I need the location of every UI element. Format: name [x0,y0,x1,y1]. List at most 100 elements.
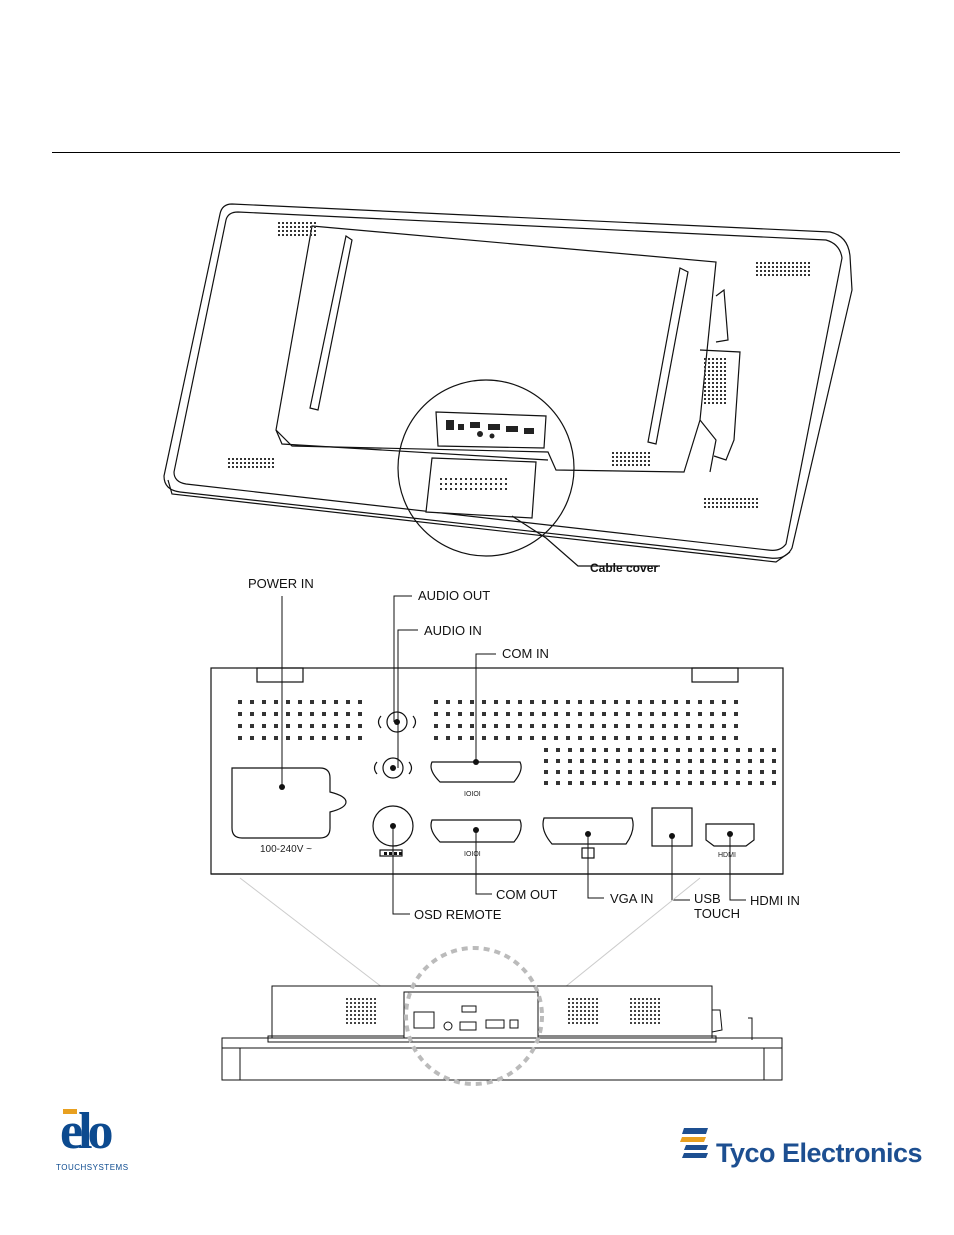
vent-hole [244,462,246,464]
vent-hole [708,370,710,372]
vent-hole [272,466,274,468]
vent-hole [808,266,810,268]
vent-hole [708,506,710,508]
vent-hole [708,386,710,388]
vent-hole [724,386,726,388]
vent-hole [704,370,706,372]
vent-hole [780,266,782,268]
vent-hole [650,1022,652,1024]
vent-hole [568,748,572,752]
vent-hole [306,222,308,224]
vent-hole [640,456,642,458]
vent-hole [658,1010,660,1012]
vent-hole [370,998,372,1000]
vent-hole [260,462,262,464]
vent-hole [584,1002,586,1004]
vent-hole [568,1002,570,1004]
vent-hole [334,712,338,716]
vent-hole [776,274,778,276]
vent-hole [530,736,534,740]
com-out-label: COM OUT [496,887,557,902]
vent-hole [302,222,304,224]
vent-hole [310,700,314,704]
vent-hole [470,488,472,490]
vent-hole [278,230,280,232]
vent-hole [652,759,656,763]
vent-hole [358,998,360,1000]
vent-hole [712,502,714,504]
vent-hole [374,1022,376,1024]
vent-hole [584,1006,586,1008]
vent-hole [620,464,622,466]
vent-hole [616,781,620,785]
vent-hole [232,462,234,464]
vent-hole [752,498,754,500]
vent-hole [784,262,786,264]
vent-hole [278,222,280,224]
vent-hole [654,1022,656,1024]
vent-hole [354,1002,356,1004]
vent-hole [592,1002,594,1004]
vent-hole [475,483,477,485]
vent-hole [366,1022,368,1024]
vent-hole [804,262,806,264]
vent-hole [648,456,650,458]
vent-hole [630,1018,632,1020]
vent-hole [720,382,722,384]
vent-hole [748,759,752,763]
vent-hole [688,748,692,752]
vent-hole [698,724,702,728]
vent-hole [358,1018,360,1020]
vent-hole [370,1014,372,1016]
vent-hole [286,700,290,704]
vent-hole [294,222,296,224]
vent-hole [238,736,242,740]
vent-hole [628,759,632,763]
vent-hole [588,1002,590,1004]
vent-hole [346,1002,348,1004]
vent-hole [530,724,534,728]
vent-hole [698,700,702,704]
vent-hole [628,464,630,466]
vent-hole [724,378,726,380]
vent-hole [592,1010,594,1012]
vent-hole [572,1014,574,1016]
vent-hole [434,736,438,740]
vent-hole [310,230,312,232]
vent-hole [642,1002,644,1004]
vent-hole [592,998,594,1000]
vent-hole [708,358,710,360]
vent-hole [728,502,730,504]
vent-hole [644,456,646,458]
vent-hole [290,222,292,224]
vent-hole [302,234,304,236]
vent-hole [572,1010,574,1012]
vent-hole [704,398,706,400]
vent-hole [724,358,726,360]
vent-hole [768,266,770,268]
vent-hole [720,398,722,400]
vent-hole [720,378,722,380]
vent-hole [358,1006,360,1008]
vent-hole [298,222,300,224]
vent-hole [576,1018,578,1020]
vent-hole [604,781,608,785]
vent-hole [662,724,666,728]
vent-hole [676,748,680,752]
vent-hole [238,724,242,728]
vent-hole [346,998,348,1000]
vent-hole [640,781,644,785]
vent-hole [662,736,666,740]
vent-hole [716,374,718,376]
vent-hole [764,262,766,264]
vent-hole [506,724,510,728]
vent-hole [630,1002,632,1004]
vent-hole [580,1018,582,1020]
vent-hole [724,402,726,404]
vent-hole [650,1002,652,1004]
vent-hole [760,262,762,264]
vent-hole [650,1010,652,1012]
vent-hole [450,483,452,485]
vent-hole [712,394,714,396]
vent-hole [624,456,626,458]
